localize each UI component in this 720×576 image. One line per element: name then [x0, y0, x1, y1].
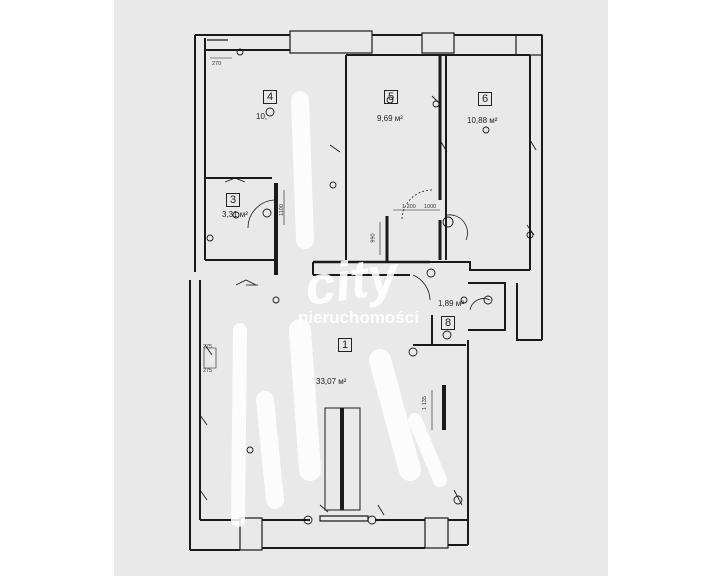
dim-275-lower: 275	[203, 368, 213, 374]
room-3-area: 3,31 м²	[222, 210, 248, 219]
room-3-number: 3	[226, 193, 240, 207]
room-6-area: 10,88 м²	[467, 116, 498, 125]
watermark-text: nieruchomości	[298, 308, 419, 327]
room-4-area: 10,	[256, 112, 268, 121]
dim-1135: 1 135	[421, 396, 428, 410]
room-5-area: 9,69 м²	[377, 114, 403, 123]
room-7-area: 1,89 м²	[438, 299, 464, 308]
room-6-number: 6	[478, 92, 492, 106]
dim-275-upper: 275	[203, 344, 213, 350]
room-1-number: 1	[338, 338, 352, 352]
dimension-lines	[203, 57, 440, 430]
electrical-symbols	[199, 48, 537, 525]
door-swings	[246, 189, 491, 311]
floor-plan-paper	[114, 0, 608, 576]
dim-990: 990	[370, 233, 377, 243]
dim-270: 270	[212, 61, 222, 67]
room-5-number: 5	[384, 90, 398, 104]
dim-1100: 1100	[278, 204, 285, 216]
dim-1200: 1 200	[402, 204, 416, 210]
room-8-number: 8	[441, 316, 455, 330]
dim-1000: 1000	[424, 204, 437, 210]
room-1-area: 33,07 м²	[316, 377, 347, 386]
room-4-number: 4	[263, 90, 277, 104]
exterior-walls	[189, 34, 543, 551]
windows	[207, 30, 543, 551]
